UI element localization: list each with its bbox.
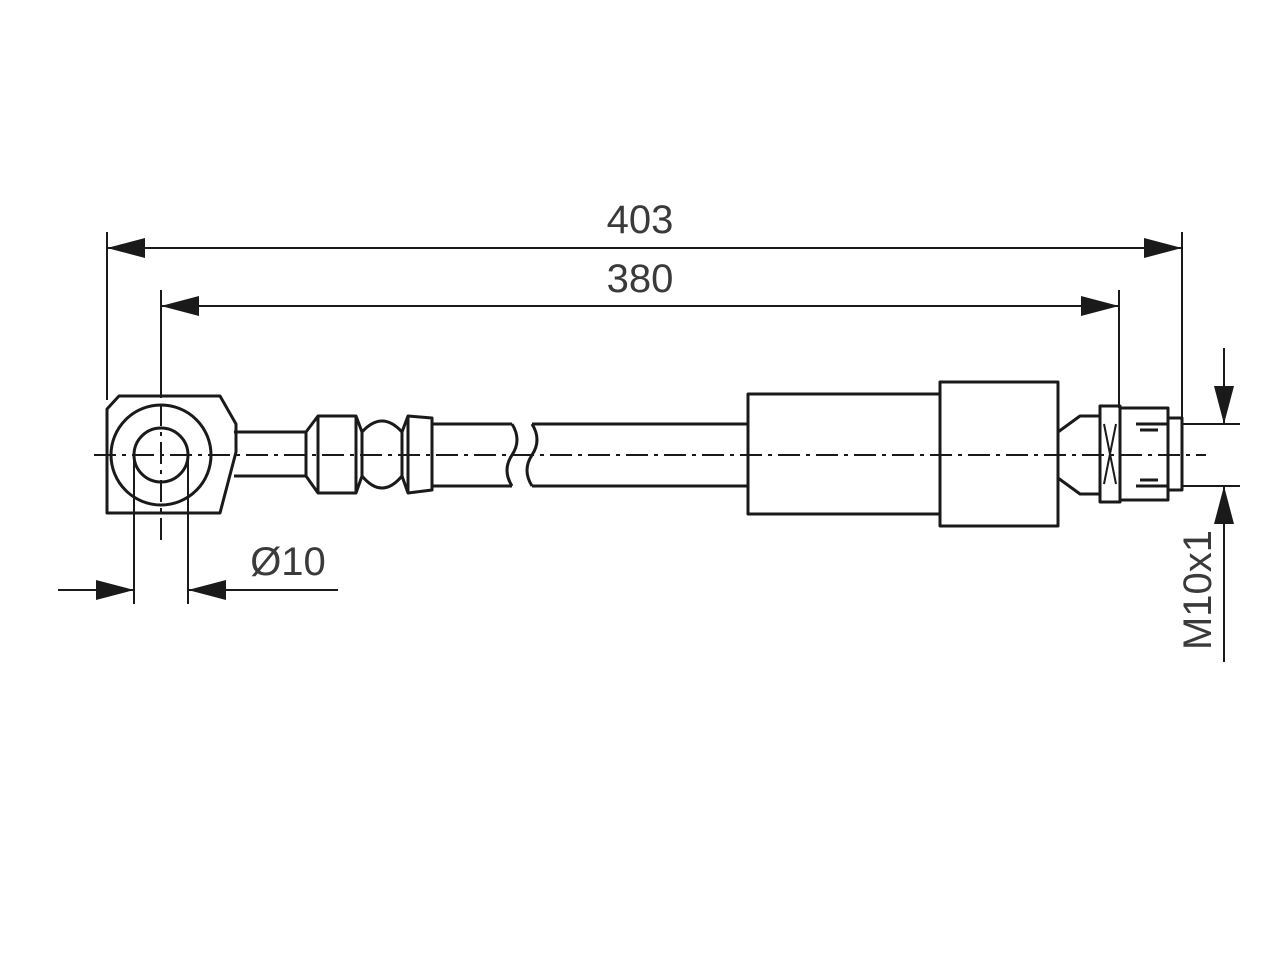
eye-diameter-label: Ø10: [250, 540, 326, 584]
overall-length-label: 403: [607, 198, 674, 242]
dimension-thread: M10x1: [1176, 348, 1240, 662]
hose-length-label: 380: [607, 257, 674, 301]
dimension-hose-length: 380: [160, 257, 1120, 408]
thread-size-label: M10x1: [1176, 530, 1220, 650]
dimension-overall-length: 403: [106, 198, 1183, 420]
dimension-eye-diameter: Ø10: [58, 455, 338, 604]
banjo-eye-fitting: [105, 290, 306, 540]
